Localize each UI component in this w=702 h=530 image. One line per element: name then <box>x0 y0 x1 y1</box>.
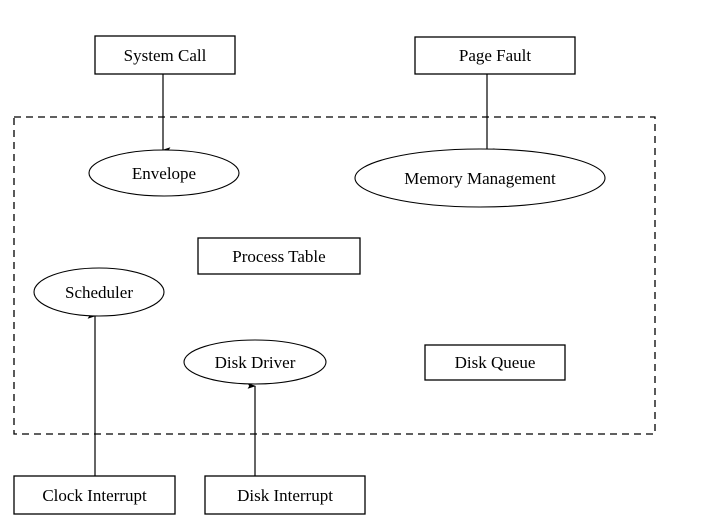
ellipse-group <box>33 148 606 385</box>
box-group <box>13 35 576 515</box>
ellipse-envelope[interactable] <box>88 149 240 197</box>
box-system-call[interactable] <box>94 35 236 75</box>
box-process-table[interactable] <box>197 237 361 275</box>
ellipse-scheduler[interactable] <box>33 267 165 317</box>
box-clock-interrupt[interactable] <box>13 475 176 515</box>
box-disk-interrupt[interactable] <box>204 475 366 515</box>
kernel-boundary-rect <box>13 116 656 435</box>
box-disk-queue[interactable] <box>424 344 566 381</box>
ellipse-memory-management[interactable] <box>354 148 606 208</box>
box-page-fault[interactable] <box>414 36 576 75</box>
arrow-group <box>87 74 495 476</box>
ellipse-disk-driver[interactable] <box>183 339 327 385</box>
